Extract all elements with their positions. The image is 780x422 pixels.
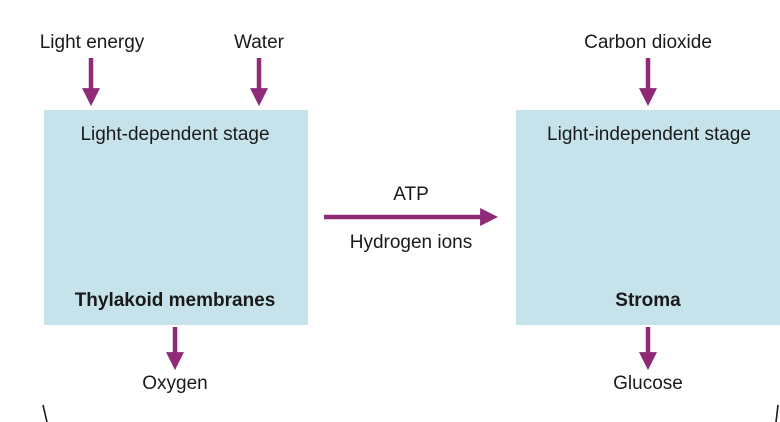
light-independent-stage-box <box>516 110 780 325</box>
carbon-dioxide-label: Carbon dioxide <box>584 32 712 53</box>
light-dependent-stage-box <box>44 110 308 325</box>
atp-label: ATP <box>393 184 429 205</box>
light-dependent-stage-title: Light-dependent stage <box>80 124 270 145</box>
cropped-stroke-left <box>42 404 48 422</box>
thylakoid-membranes-label: Thylakoid membranes <box>74 290 276 311</box>
light-energy-label: Light energy <box>39 32 145 53</box>
water-label: Water <box>234 32 284 53</box>
cropped-stroke-right <box>775 404 779 422</box>
glucose-label: Glucose <box>613 373 683 394</box>
stroma-label: Stroma <box>615 290 681 311</box>
light-independent-stage-title: Light-independent stage <box>547 124 751 145</box>
hydrogen-ions-label: Hydrogen ions <box>349 232 473 253</box>
oxygen-label: Oxygen <box>142 373 208 394</box>
